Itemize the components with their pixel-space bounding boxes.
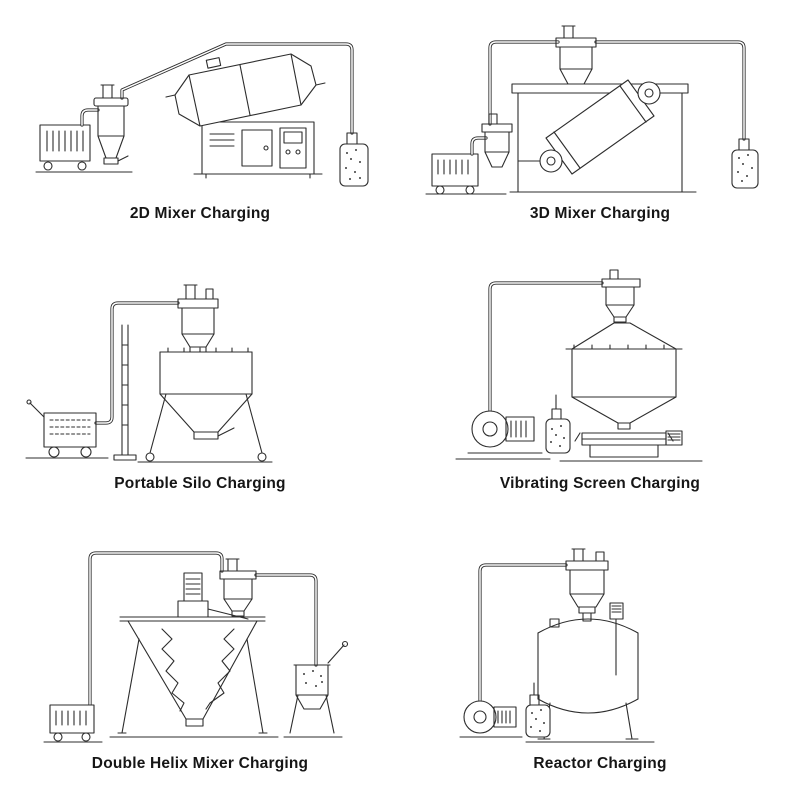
diagram-caption-vibrating-screen: Vibrating Screen Charging — [499, 475, 701, 492]
diagram-cell-portable-silo: Portable Silo Charging — [0, 239, 400, 519]
mixer-stand — [201, 121, 315, 179]
silo-hopper — [565, 322, 683, 430]
feed-station-bin — [289, 640, 349, 734]
ground-lines — [25, 457, 273, 463]
material-bag — [339, 132, 369, 187]
portable-silo-charging-diagram — [10, 267, 390, 467]
3d-mixer-drum — [517, 79, 683, 175]
double-helix-cone-mixer — [117, 616, 268, 734]
diagram-cell-3d-mixer: 3D Mixer Charging — [400, 2, 800, 239]
material-bag — [525, 682, 551, 738]
vacuum-blower-unit — [49, 704, 95, 742]
mixer-drive-motor — [177, 572, 249, 620]
2d-mixer-charging-diagram — [10, 22, 390, 197]
suction-hose — [488, 281, 604, 413]
vacuum-receiver-hopper — [565, 548, 609, 614]
diagram-cell-2d-mixer: 2D Mixer Charging — [0, 2, 400, 239]
pre-separator-hopper — [481, 113, 513, 168]
ground-lines — [459, 736, 655, 743]
mixer-frame — [511, 83, 689, 193]
3d-mixer-charging-diagram — [410, 22, 790, 197]
vacuum-receiver-hopper — [219, 558, 257, 617]
vacuum-blower-unit — [39, 108, 100, 171]
vibrating-screen — [574, 430, 683, 458]
suction-hose — [478, 563, 568, 703]
diagram-caption-reactor: Reactor Charging — [533, 755, 667, 772]
vacuum-blower-cart — [26, 399, 97, 458]
2d-mixer-drum — [165, 53, 326, 127]
reactor-vessel — [537, 602, 639, 740]
ground-lines — [43, 736, 343, 743]
suction-hose — [488, 40, 746, 141]
suction-hose — [88, 551, 318, 707]
vibrating-screen-charging-diagram — [410, 267, 790, 467]
vacuum-receiver-hopper — [555, 25, 597, 85]
diagram-cell-double-helix-mixer: Double Helix Mixer Charging — [0, 519, 400, 799]
diagram-caption-portable-silo: Portable Silo Charging — [114, 475, 286, 492]
support-mast — [113, 324, 137, 461]
vacuum-blower-unit — [431, 136, 488, 195]
diagram-cell-vibrating-screen: Vibrating Screen Charging — [400, 239, 800, 519]
diagram-caption-double-helix-mixer: Double Helix Mixer Charging — [91, 755, 309, 772]
suction-hose — [94, 301, 180, 425]
suction-hose — [120, 42, 354, 135]
material-bag — [545, 394, 571, 454]
vacuum-blower-unit — [467, 410, 543, 454]
diagram-cell-reactor: Reactor Charging — [400, 519, 800, 799]
vacuum-receiver-hopper — [93, 84, 129, 165]
vacuum-blower-unit — [463, 700, 517, 734]
portable-silo — [145, 347, 267, 462]
ground-lines — [455, 458, 703, 462]
reactor-charging-diagram — [410, 547, 790, 747]
diagram-caption-2d-mixer: 2D Mixer Charging — [129, 205, 271, 222]
material-bag — [731, 138, 759, 189]
vacuum-receiver-hopper — [177, 284, 219, 353]
double-helix-mixer-charging-diagram — [10, 547, 390, 747]
diagram-caption-3d-mixer: 3D Mixer Charging — [529, 205, 671, 222]
vacuum-receiver-hopper — [601, 269, 641, 323]
